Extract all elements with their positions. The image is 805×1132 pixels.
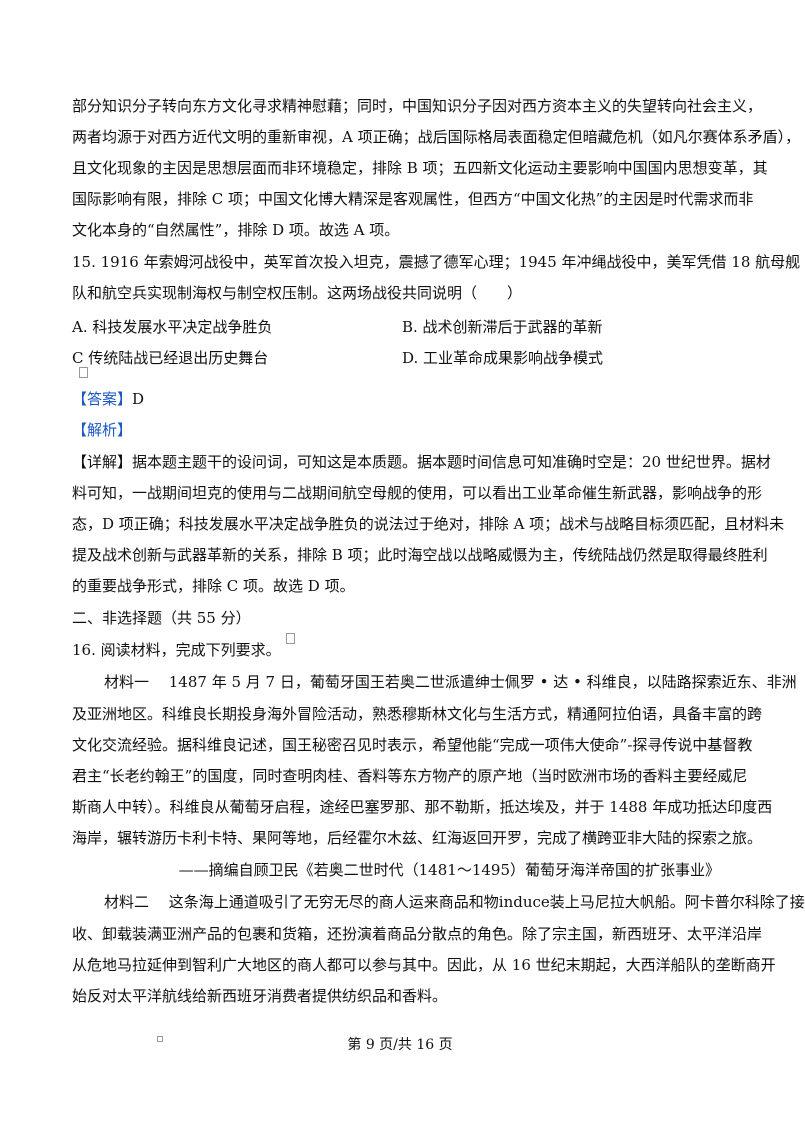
prev-explanation-line: 两者均源于对西方近代文明的重新审视，A 项正确；战后国际格局表面稳定但暗藏危机（… (72, 128, 801, 146)
material1-line: 文化交流经验。据科维良记述，国王秘密召见时表示，希望他能“完成一项伟大使命”-探… (72, 736, 753, 754)
prev-explanation-line: 部分知识分子转向东方文化寻求精神慰藉；同时，中国知识分子因对西方资本主义的失望转… (72, 97, 763, 115)
q15-answer: 【答案】D (72, 389, 144, 409)
material1-source: ——摘编自顾卫民《若奥二世时代（1481～1495）葡萄牙海洋帝国的扩张事业》 (178, 861, 720, 879)
prev-explanation-line: 文化本身的“自然属性”，排除 D 项。故选 A 项。 (72, 221, 400, 239)
material1-line: 斯商人中转）。科维良从葡萄牙启程，途经巴塞罗那、那不勒斯，抵达埃及，并于 148… (72, 798, 773, 816)
material2-line: 始反对太平洋航线给新西班牙消费者提供纺织品和香料。 (72, 987, 448, 1005)
page-number-footer: 第 9 页/共 16 页 (347, 1037, 453, 1053)
analysis-label: 【解析】 (72, 421, 133, 439)
placeholder-box-icon (79, 367, 88, 378)
placeholder-box-icon (286, 633, 295, 644)
q15-option-b: B. 战术创新滞后于武器的革新 (402, 318, 603, 336)
material1-line: 海岸，辗转游历卡利卡特、果阿等地，后经霍尔木兹、红海返回开罗，完成了横跨亚非大陆… (72, 829, 763, 847)
material2-line: 收、卸载装满亚洲产品的包裹和货箱，还扮演着商品分散点的角色。除了宗主国，新西班牙… (72, 925, 763, 943)
placeholder-box-icon (157, 1036, 163, 1042)
prev-explanation-line: 国际影响有限，排除 C 项；中国文化博大精深是客观属性，但西方“中国文化热”的主… (72, 190, 754, 208)
q15-stem-line: 队和航空兵实现制海权与制空权压制。这两场战役共同说明（ ） (72, 284, 523, 302)
section-heading: 二、非选择题（共 55 分） (72, 609, 251, 627)
q15-option-c: C 传统陆战已经退出历史舞台 (72, 349, 269, 367)
q15-option-a: A. 科技发展水平决定战争胜负 (72, 318, 273, 336)
material1-line: 材料一 1487 年 5 月 7 日，葡萄牙国王若奥二世派遣绅士佩罗 • 达 •… (104, 673, 797, 691)
answer-label: 【答案】 (72, 390, 133, 408)
material2-line: 材料二 这条海上通道吸引了无穷无尽的商人运来商品和物induce装上马尼拉大帆船… (104, 893, 805, 911)
material1-line: 君主“长老约翰王”的国度，同时查明肉桂、香料等东方物产的原产地（当时欧洲市场的香… (72, 767, 748, 785)
prev-explanation-line: 且文化现象的主因是思想层面而非环境稳定，排除 B 项；五四新文化运动主要影响中国… (72, 159, 768, 177)
material2-line: 从危地马拉延伸到智利广大地区的商人都可以参与其中。因此，从 16 世纪末期起，大… (72, 956, 776, 974)
q15-option-d: D. 工业革命成果影响战争模式 (402, 349, 604, 367)
q15-stem-line: 15. 1916 年索姆河战役中，英军首次投入坦克，震撼了德军心理；1945 年… (72, 253, 801, 271)
q15-detail-line: 料可知，一战期间坦克的使用与二战期间航空母舰的使用，可以看出工业革命催生新武器，… (72, 484, 763, 502)
q15-detail-line: 提及战术创新与武器革新的关系，排除 B 项；此时海空战以战略威慑为主，传统陆战仍… (72, 546, 768, 564)
q15-detail-line: 态，D 项正确；科技发展水平决定战争胜负的说法过于绝对，排除 A 项；战术与战略… (72, 515, 785, 533)
q16-stem: 16. 阅读材料，完成下列要求。 (72, 641, 281, 659)
material1-line: 及亚洲地区。科维良长期投身海外冒险活动，熟悉穆斯林文化与生活方式，精通阿拉伯语，… (72, 705, 763, 723)
answer-value: D (132, 390, 145, 408)
q15-detail-line: 的重要战争形式，排除 C 项。故选 D 项。 (72, 577, 355, 595)
q15-detail-line: 【详解】据本题主题干的设问词，可知这是本质题。据本题时间信息可知准确时空是：20… (72, 453, 771, 471)
